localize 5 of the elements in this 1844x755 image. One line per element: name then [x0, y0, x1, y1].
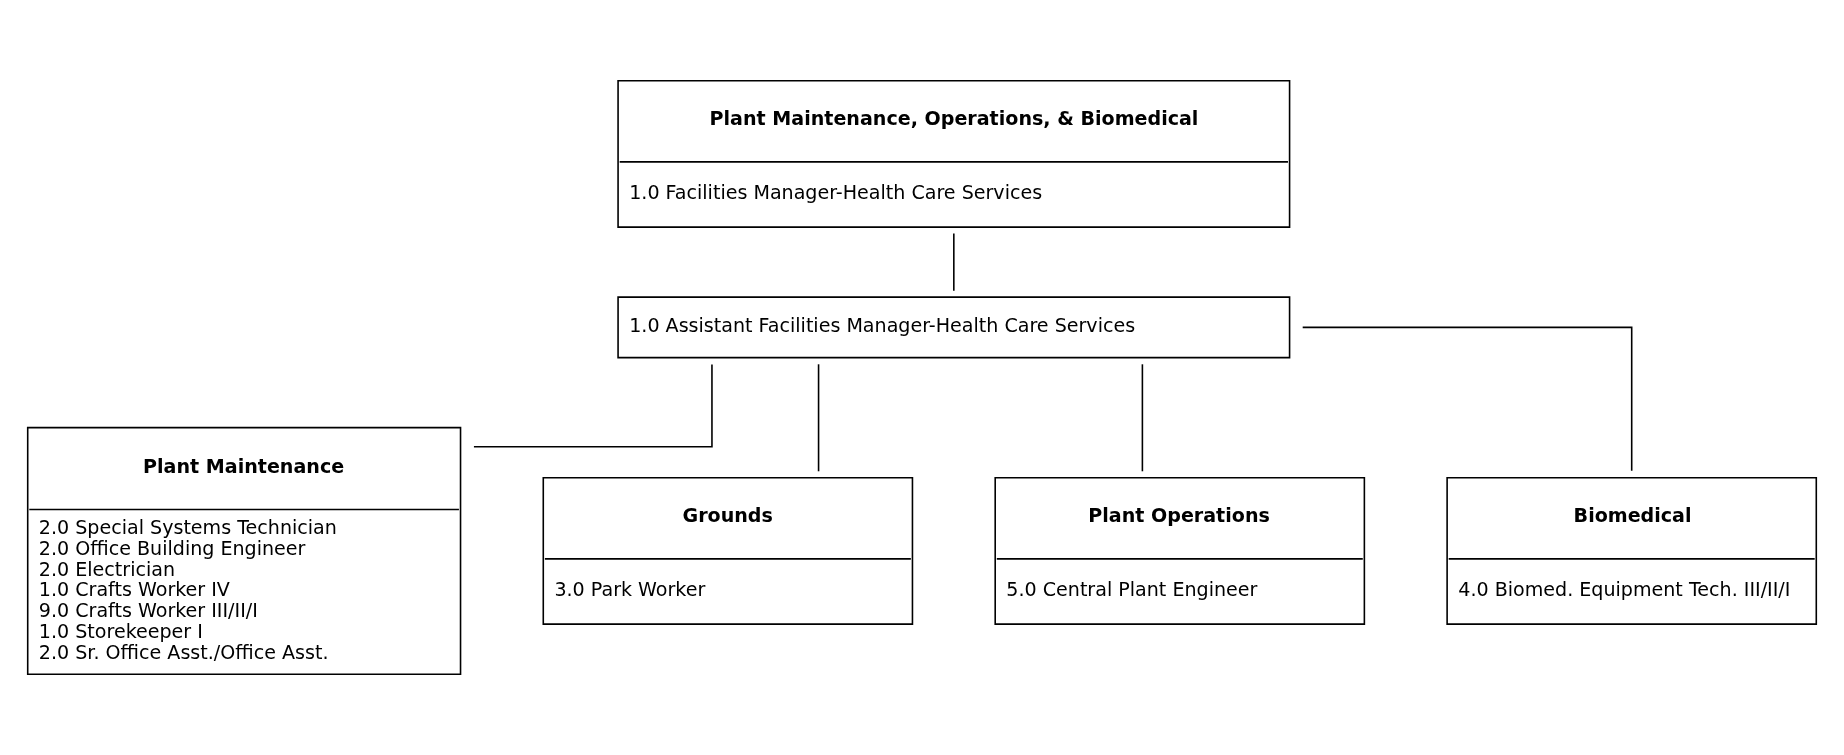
connector	[953, 232, 955, 292]
connector	[817, 363, 820, 473]
connector	[473, 363, 713, 448]
connector	[1141, 363, 1144, 473]
connector	[1301, 326, 1633, 472]
